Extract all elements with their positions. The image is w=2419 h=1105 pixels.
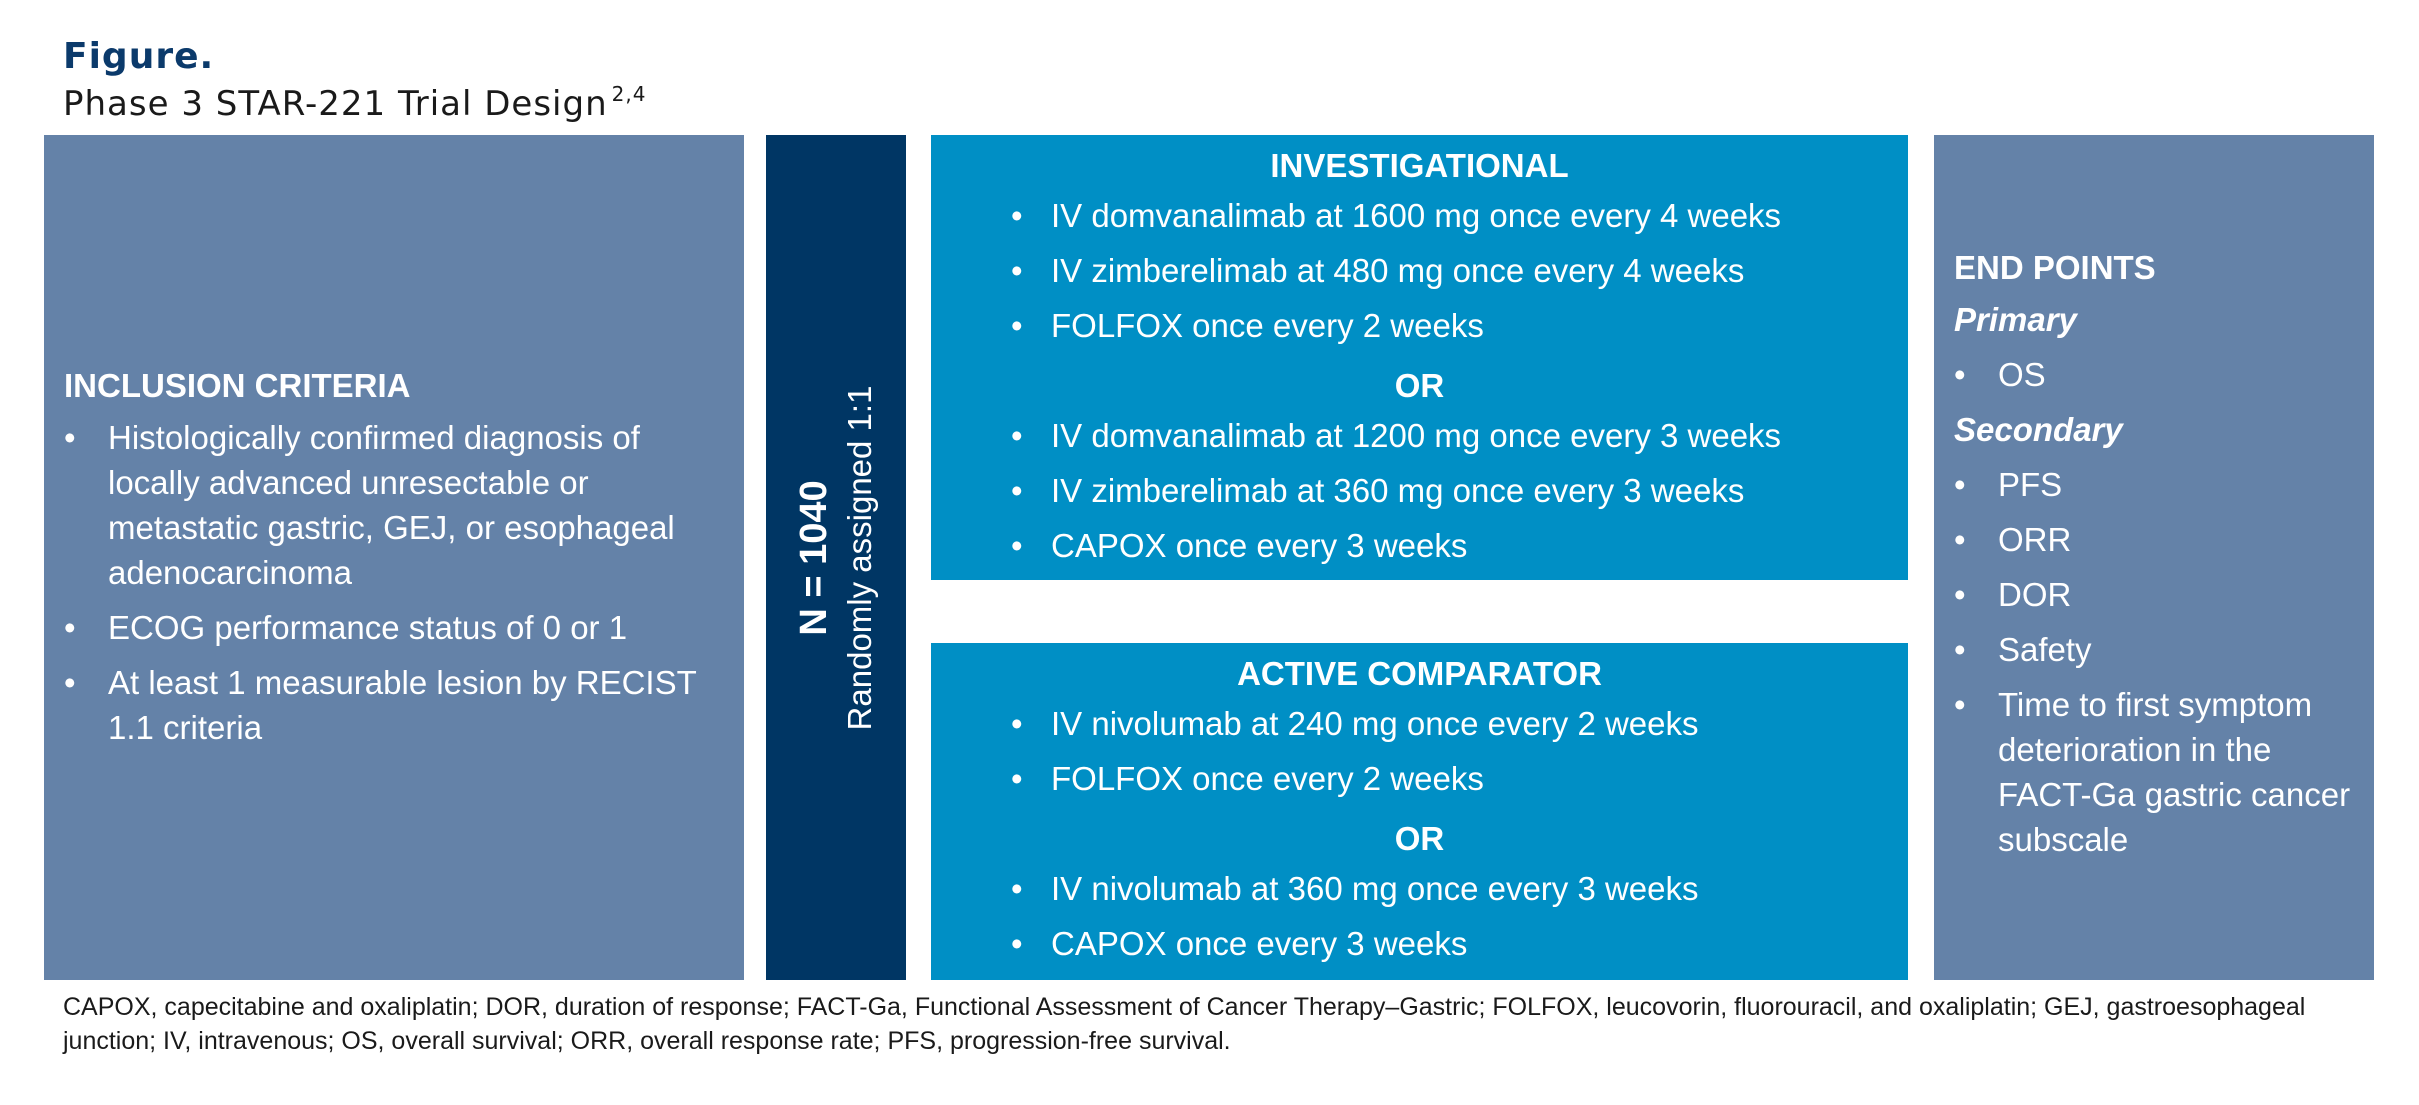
active-comparator-arm-panel: ACTIVE COMPARATOR IV nivolumab at 240 mg… bbox=[931, 643, 1908, 980]
figure-label: Figure. bbox=[63, 36, 215, 77]
inclusion-item: At least 1 measurable lesion by RECIST 1… bbox=[64, 660, 704, 750]
figure-title-superscript: 2,4 bbox=[611, 82, 647, 106]
investigational-heading: INVESTIGATIONAL bbox=[1270, 147, 1569, 184]
regimen-item: FOLFOX once every 2 weeks bbox=[1011, 756, 1908, 801]
endpoint-item: Safety bbox=[1954, 627, 2364, 672]
investigational-arm-panel: INVESTIGATIONAL IV domvanalimab at 1600 … bbox=[931, 135, 1908, 580]
secondary-endpoint-label: Secondary bbox=[1954, 411, 2123, 448]
inclusion-item: ECOG performance status of 0 or 1 bbox=[64, 605, 704, 650]
inclusion-heading: INCLUSION CRITERIA bbox=[64, 367, 411, 404]
primary-endpoint-list: OS bbox=[1954, 352, 2364, 397]
regimen-item: CAPOX once every 3 weeks bbox=[1011, 921, 1908, 966]
or-divider: OR bbox=[1394, 820, 1445, 857]
randomization-rotated-text: N = 1040 Randomly assigned 1:1 bbox=[790, 168, 882, 948]
secondary-endpoint-list: PFS ORR DOR Safety Time to first symptom… bbox=[1954, 462, 2364, 862]
inclusion-item: Histologically confirmed diagnosis of lo… bbox=[64, 415, 704, 595]
randomization-panel: N = 1040 Randomly assigned 1:1 bbox=[766, 135, 906, 980]
or-divider: OR bbox=[1394, 367, 1445, 404]
endpoint-item: ORR bbox=[1954, 517, 2364, 562]
regimen-item: IV zimberelimab at 360 mg once every 3 w… bbox=[1011, 468, 1908, 513]
inclusion-list: Histologically confirmed diagnosis of lo… bbox=[64, 415, 704, 750]
comparator-regimen-1: IV nivolumab at 240 mg once every 2 week… bbox=[931, 701, 1908, 801]
regimen-item: IV nivolumab at 360 mg once every 3 week… bbox=[1011, 866, 1908, 911]
regimen-item: IV domvanalimab at 1200 mg once every 3 … bbox=[1011, 413, 1908, 458]
figure-title-text: Phase 3 STAR-221 Trial Design bbox=[63, 84, 608, 124]
regimen-item: IV zimberelimab at 480 mg once every 4 w… bbox=[1011, 248, 1908, 293]
inclusion-criteria-panel: INCLUSION CRITERIA Histologically confir… bbox=[44, 135, 744, 980]
endpoints-panel: END POINTS Primary OS Secondary PFS ORR … bbox=[1934, 135, 2374, 980]
sample-size: N = 1040 bbox=[793, 479, 835, 636]
randomization-label: Randomly assigned 1:1 bbox=[841, 385, 878, 730]
comparator-regimen-2: IV nivolumab at 360 mg once every 3 week… bbox=[931, 866, 1908, 966]
endpoint-item: Time to first symptom deterioration in t… bbox=[1954, 682, 2364, 862]
investigational-regimen-2: IV domvanalimab at 1200 mg once every 3 … bbox=[931, 413, 1908, 568]
regimen-item: IV domvanalimab at 1600 mg once every 4 … bbox=[1011, 193, 1908, 238]
comparator-heading: ACTIVE COMPARATOR bbox=[1237, 655, 1602, 692]
abbreviations-footnote: CAPOX, capecitabine and oxaliplatin; DOR… bbox=[63, 993, 2306, 1055]
investigational-regimen-1: IV domvanalimab at 1600 mg once every 4 … bbox=[931, 193, 1908, 348]
regimen-item: IV nivolumab at 240 mg once every 2 week… bbox=[1011, 701, 1908, 746]
primary-endpoint-label: Primary bbox=[1954, 301, 2077, 338]
regimen-item: FOLFOX once every 2 weeks bbox=[1011, 303, 1908, 348]
endpoints-heading: END POINTS bbox=[1954, 249, 2156, 286]
regimen-item: CAPOX once every 3 weeks bbox=[1011, 523, 1908, 568]
endpoint-item: PFS bbox=[1954, 462, 2364, 507]
endpoint-item: OS bbox=[1954, 352, 2364, 397]
endpoint-item: DOR bbox=[1954, 572, 2364, 617]
